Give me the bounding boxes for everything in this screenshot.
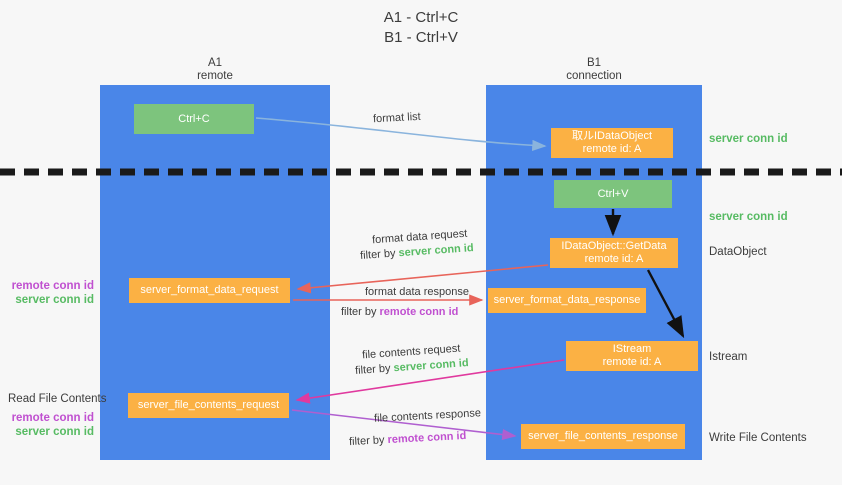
label-format-data-response: format data response <box>365 286 469 298</box>
node-server-file-contents-response[interactable]: server_file_contents_response <box>521 424 685 449</box>
left-label-server-conn-id-2: server conn id <box>15 426 94 438</box>
left-label-read-file-contents: Read File Contents <box>8 393 107 405</box>
right-label-write-file-contents: Write File Contents <box>709 432 807 444</box>
filter-value-remote-conn-id: remote conn id <box>379 306 459 318</box>
filter-value-remote-conn-id: remote conn id <box>387 429 467 447</box>
filter-prefix: filter by <box>348 434 388 449</box>
label-file-contents-response-filter: filter by remote conn id <box>349 429 467 449</box>
left-label-conn-ids-1: remote conn id server conn id <box>8 279 94 307</box>
node-ctrl-c[interactable]: Ctrl+C <box>134 104 254 134</box>
label-format-data-response-filter: filter by remote conn id <box>341 305 458 319</box>
node-idataobject-getdata[interactable]: IDataObject::GetData remote id: A <box>550 238 678 268</box>
node-ctrl-v[interactable]: Ctrl+V <box>554 180 672 208</box>
filter-prefix: filter by <box>354 362 394 377</box>
page-title: A1 - Ctrl+C B1 - Ctrl+V <box>383 9 459 46</box>
left-label-remote-conn-id-2: remote conn id <box>11 412 94 424</box>
node-server-file-contents-request[interactable]: server_file_contents_request <box>128 393 289 418</box>
node-server-format-data-request[interactable]: server_format_data_request <box>129 278 290 303</box>
right-label-server-conn-id-1: server conn id <box>709 133 788 145</box>
lane-header-b1: B1 connection <box>566 57 622 82</box>
filter-prefix: filter by <box>359 247 399 262</box>
lane-header-a1: A1 remote <box>197 57 233 82</box>
right-label-istream: Istream <box>709 351 748 363</box>
left-label-server-conn-id-1: server conn id <box>15 294 94 306</box>
node-istream[interactable]: IStream remote id: A <box>566 341 698 371</box>
right-label-dataobject: DataObject <box>709 246 767 258</box>
node-idataobject[interactable]: 取ルIDataObject remote id: A <box>551 128 673 158</box>
label-file-contents-response: file contents response <box>373 407 482 425</box>
label-format-list: format list <box>372 110 421 126</box>
left-label-conn-ids-2: remote conn id server conn id <box>8 411 94 439</box>
right-label-server-conn-id-2: server conn id <box>709 211 788 223</box>
node-server-format-data-response[interactable]: server_format_data_response <box>488 288 646 313</box>
filter-prefix: filter by <box>341 306 380 318</box>
filter-value-server-conn-id: server conn id <box>393 357 469 375</box>
left-label-remote-conn-id-1: remote conn id <box>11 280 94 292</box>
filter-value-server-conn-id: server conn id <box>398 242 474 260</box>
